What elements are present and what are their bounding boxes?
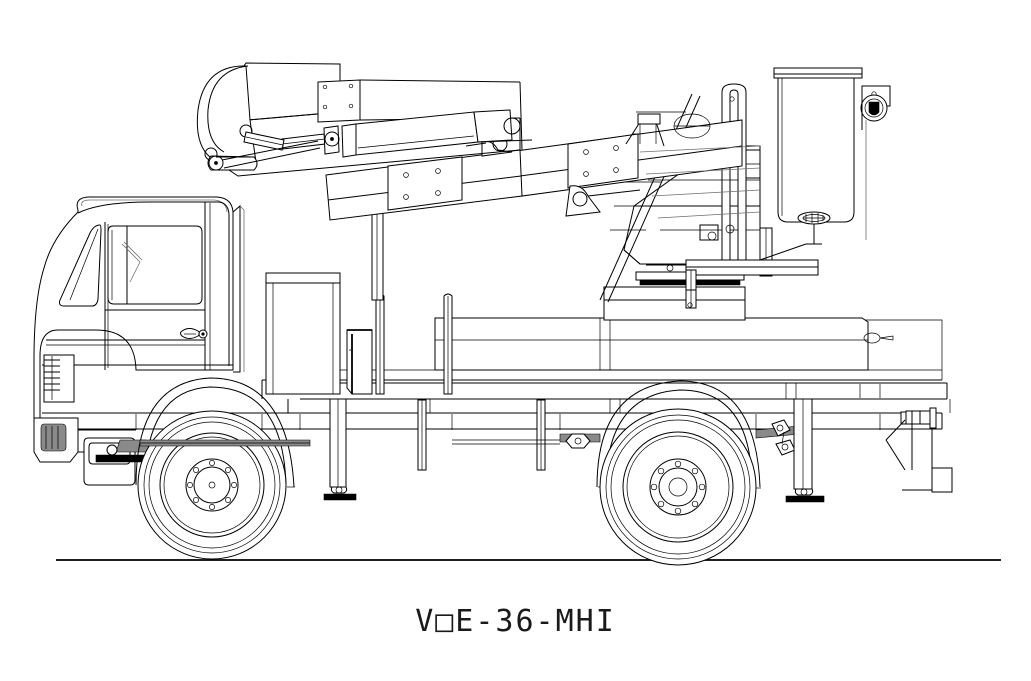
locker-door [346, 329, 373, 395]
boom-lower [515, 119, 743, 217]
caption-wrap: V□E-36-MHI [0, 604, 1031, 639]
boom-detail-lines [639, 145, 761, 219]
frame-detail [135, 384, 881, 430]
boom-mid [325, 136, 523, 221]
headlight [33, 417, 96, 463]
boom-rest [625, 113, 711, 147]
sheave-block [860, 85, 891, 240]
rear-outrigger [785, 398, 825, 503]
rear-jack [885, 407, 953, 493]
side-window [107, 225, 203, 305]
rear-wheel [599, 408, 757, 566]
front-step [83, 437, 153, 486]
door [104, 222, 205, 370]
leaf-spring [139, 419, 801, 456]
toolbox [265, 272, 341, 395]
door-handle [180, 328, 208, 339]
levelling-linkage [207, 131, 321, 171]
body-locker [434, 317, 894, 371]
outrigger-pad [323, 493, 357, 501]
basket [759, 67, 863, 261]
front-outrigger [323, 398, 357, 501]
front-wheel [137, 410, 287, 560]
windshield [59, 224, 102, 307]
grille [43, 354, 75, 403]
lift-cylinder [281, 109, 533, 158]
drawing-caption: V□E-36-MHI [415, 604, 616, 639]
